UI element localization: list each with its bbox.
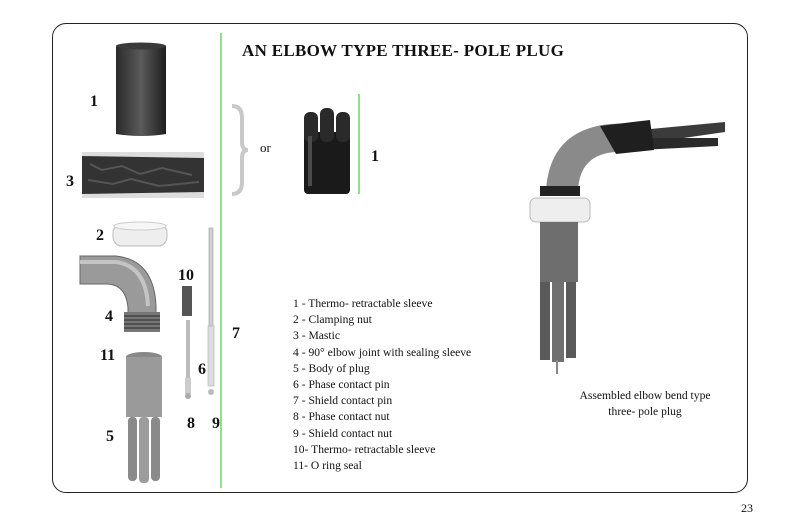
legend-item: 10- Thermo- retractable sleeve (293, 442, 436, 456)
breakout-boot-illustration (304, 108, 350, 194)
part-number-11: 11 (100, 347, 116, 364)
part-number-5: 5 (106, 428, 114, 445)
caption-line-1: Assembled elbow bend type (579, 389, 711, 402)
elbow-illustration (79, 255, 160, 332)
legend-item: 2 - Clamping nut (293, 313, 372, 327)
mastic-illustration (82, 152, 204, 198)
part-number-10: 10 (178, 267, 194, 284)
legend-item: 6 - Phase contact pin (293, 378, 390, 392)
shield-pin-illustration (207, 227, 215, 395)
clamping-nut-illustration (112, 221, 168, 247)
part-number-2: 2 (96, 227, 104, 244)
assembled-caption: Assembled elbow bend type three- pole pl… (563, 388, 727, 420)
plug-body-illustration (126, 352, 162, 483)
legend-item: 8 - Phase contact nut (293, 410, 390, 424)
brace-icon (231, 104, 249, 196)
section-divider (220, 33, 222, 488)
phase-pin-illustration (185, 320, 191, 399)
assembled-plug-illustration (529, 120, 725, 374)
legend-item: 7 - Shield contact pin (293, 394, 393, 408)
part-number-8: 8 (187, 415, 195, 432)
sleeve-illustration (116, 42, 166, 136)
parts-legend: 1 - Thermo- retractable sleeve 2 - Clamp… (293, 296, 471, 474)
caption-line-2: three- pole plug (608, 405, 682, 418)
part-number-1-alt: 1 (371, 148, 379, 165)
green-accent-line (358, 94, 360, 194)
small-sleeve-illustration (182, 286, 192, 316)
part-number-3: 3 (66, 173, 74, 190)
part-number-6: 6 (198, 361, 206, 378)
part-number-7: 7 (232, 325, 240, 342)
legend-item: 3 - Mastic (293, 329, 341, 343)
part-number-4: 4 (105, 308, 113, 325)
legend-item: 1 - Thermo- retractable sleeve (293, 297, 433, 310)
legend-item: 5 - Body of plug (293, 361, 370, 375)
legend-item: 4 - 90° elbow joint with sealing sleeve (293, 345, 472, 359)
legend-item: 11- O ring seal (293, 459, 362, 473)
page-title: AN ELBOW TYPE THREE- POLE PLUG (242, 41, 565, 60)
legend-item: 9 - Shield contact nut (293, 426, 393, 440)
page-frame (52, 23, 748, 493)
or-label: or (260, 140, 271, 155)
page-number: 23 (741, 501, 753, 515)
part-number-9: 9 (212, 415, 220, 432)
part-number-1: 1 (90, 93, 98, 110)
